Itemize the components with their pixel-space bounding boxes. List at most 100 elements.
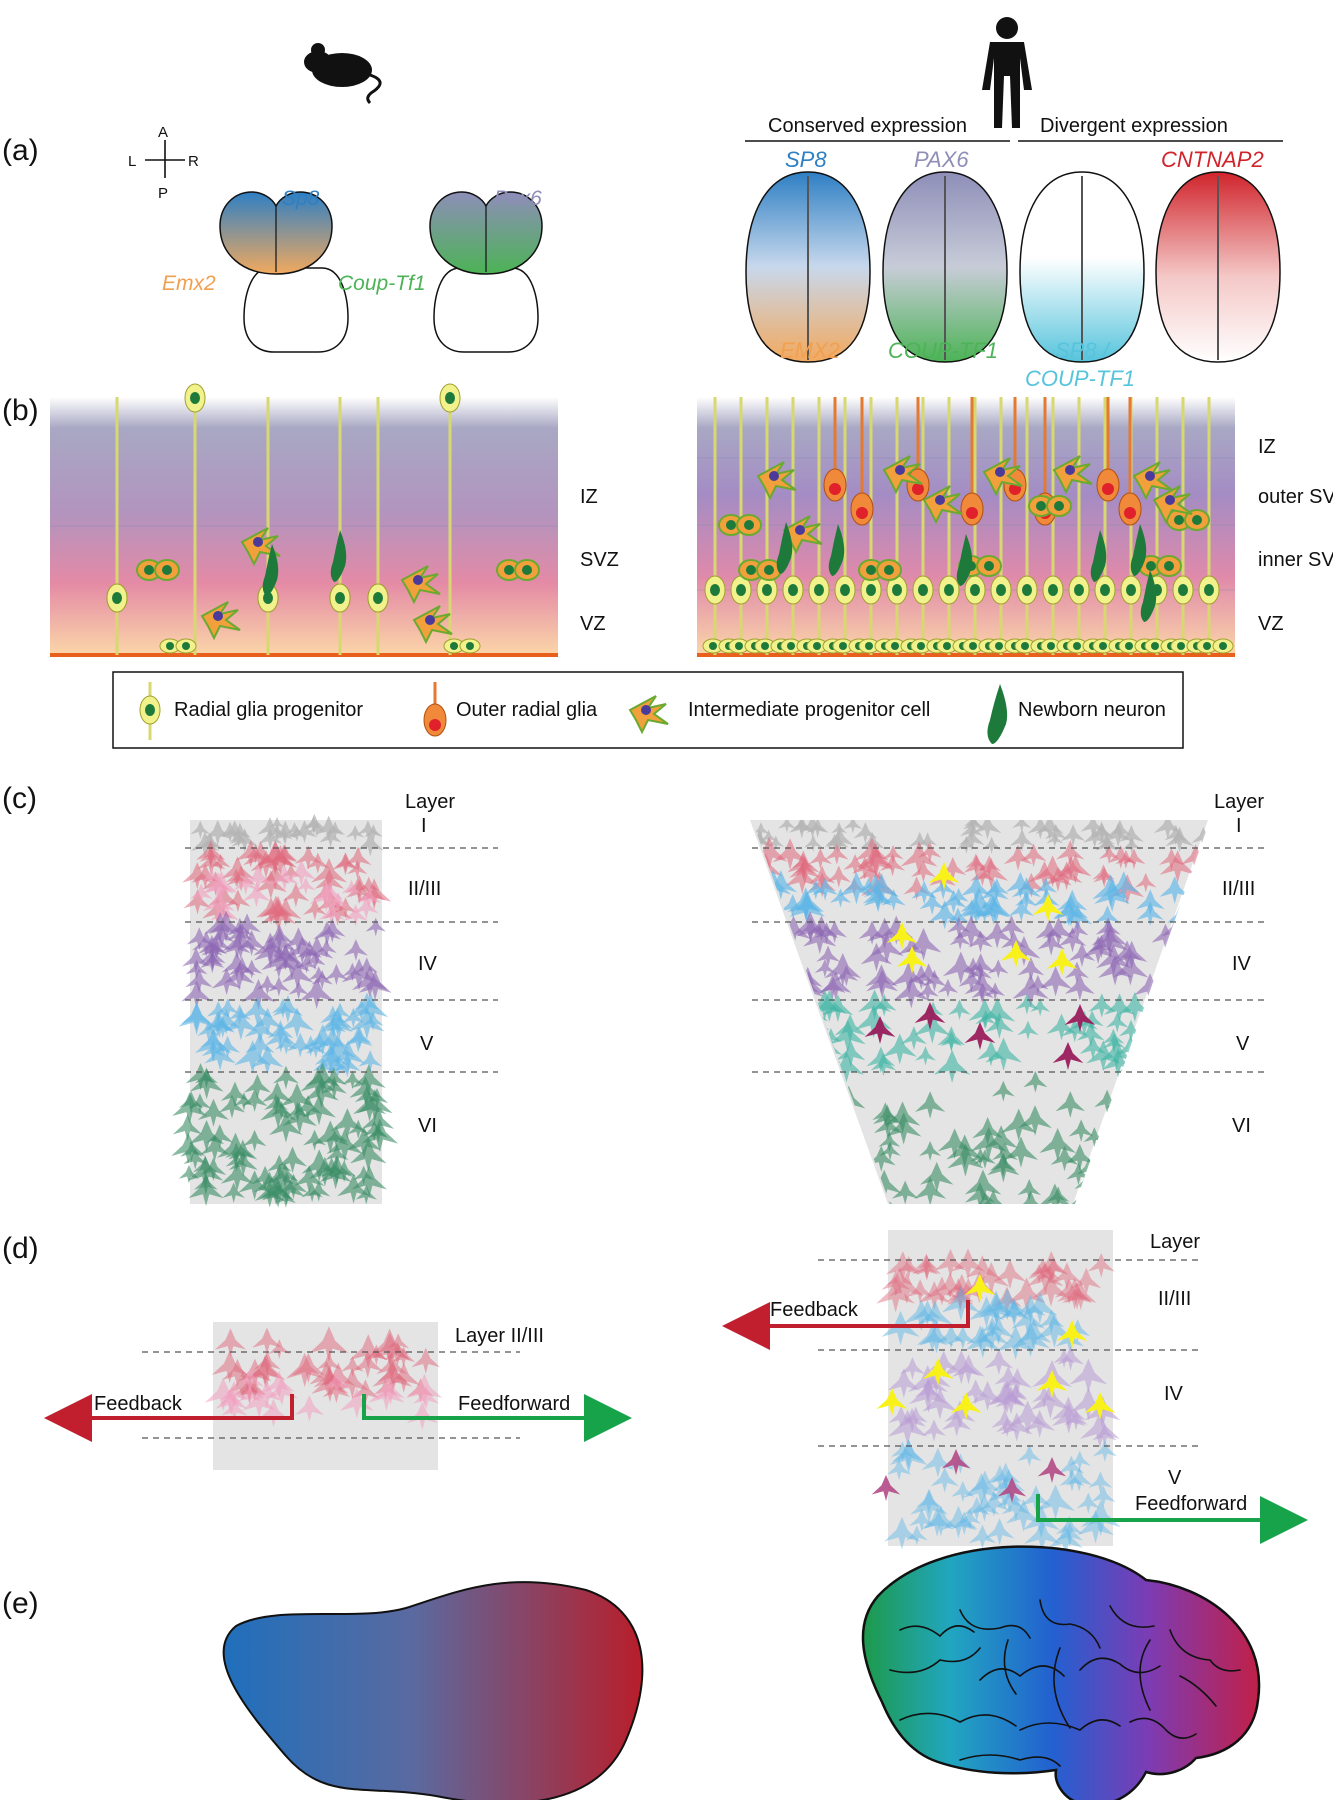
layer-vi-neuron — [752, 1087, 778, 1112]
layer-vi-neuron — [979, 1189, 1007, 1204]
layer-ii-iii-neuron — [965, 1255, 1000, 1286]
layer-iv-neuron — [819, 971, 852, 1001]
layer-ii-iii-neuron — [918, 1281, 951, 1311]
human-pax6-label: PAX6 — [914, 147, 969, 172]
layer-ii-iii-neuron — [945, 1277, 972, 1302]
nucleus — [166, 642, 174, 650]
layer-iv-neuron — [185, 968, 213, 994]
layer-iv-neuron — [816, 945, 841, 968]
layer-vi-neuron — [294, 1094, 322, 1121]
layer-v-neuron — [201, 1040, 225, 1062]
layer-i-neuron — [752, 822, 770, 839]
layer-i-neuron — [1027, 820, 1054, 840]
layer-v-neuron — [921, 1447, 955, 1478]
layer-v-neuron — [1061, 1018, 1089, 1043]
radial-glia-nucleus — [944, 584, 954, 596]
layer-ii-iii-neuron — [344, 846, 372, 872]
layer-iv-neuron — [256, 975, 279, 995]
layer-ii-iii-neuron — [911, 860, 936, 883]
layer-ii-iii-neuron — [864, 873, 900, 906]
layer-v-neuron — [343, 1026, 373, 1053]
layer-iv-neuron — [1001, 930, 1027, 954]
layer-v-neuron — [206, 1001, 230, 1023]
layer-vi-neuron — [321, 1076, 347, 1100]
layer-vi-neuron — [919, 1140, 942, 1162]
layer-ii-iii-neuron — [948, 887, 969, 907]
layer-ii-iii-neuron — [376, 1378, 405, 1406]
layer-vi-neuron — [879, 1141, 901, 1161]
layer-ii-iii-neuron — [985, 878, 1009, 900]
layer-v-neuron — [1103, 1033, 1125, 1053]
layer-iv-neuron — [288, 980, 309, 1000]
ipc-nucleus — [769, 471, 779, 481]
layer-iv-neuron — [1007, 935, 1041, 967]
layer-ii-iii-neuron — [1087, 1253, 1115, 1278]
layer-iv-neuron — [996, 1417, 1018, 1438]
layer-v-neuron — [1046, 1013, 1077, 1041]
layer-i-neuron — [190, 820, 211, 839]
layer-ii-iii-neuron — [225, 889, 251, 913]
layer-vi-neuron — [1017, 1179, 1042, 1201]
layer-vi-neuron — [188, 1093, 212, 1114]
layer-iv-neuron — [1064, 961, 1090, 984]
layer-i-neuron — [258, 827, 283, 850]
layer-vi-neuron — [766, 1188, 791, 1204]
layer-v-neuron — [1023, 1519, 1061, 1553]
layer-ii-iii-neuron — [919, 1321, 954, 1354]
layer-v-neuron — [353, 993, 389, 1025]
layer-iv-neuron — [1112, 940, 1143, 968]
human-zone-iz: IZ — [1258, 436, 1276, 458]
layer-ii-iii-neuron — [226, 1371, 259, 1401]
human-specific-neuron — [864, 1016, 896, 1044]
layer-ii-iii-neuron — [260, 863, 290, 891]
layer-ii-iii-neuron — [411, 1347, 441, 1374]
layer-ii-iii-neuron — [182, 862, 213, 890]
layer-ii-iii-neuron — [1005, 872, 1035, 899]
layer-ii-iii-neuron — [960, 874, 992, 903]
layer-vi-neuron — [171, 1132, 206, 1164]
layer-ii-iii-neuron — [838, 871, 875, 905]
layer-ii-iii-neuron — [974, 1321, 1009, 1352]
layer-ii-iii-neuron — [973, 1262, 1010, 1295]
layer-iv-neuron — [987, 959, 1009, 979]
layer-iv-neuron — [947, 916, 971, 938]
layer-v-neuron — [1020, 1485, 1051, 1513]
mouse-layer-ii-iii: II/III — [408, 878, 441, 900]
orientation-cross: A L R P — [128, 124, 199, 202]
layer-vi-neuron — [817, 1181, 854, 1204]
layer-ii-iii-neuron — [1020, 843, 1047, 868]
layer-i-neuron — [308, 820, 326, 837]
layer-v-neuron — [889, 1438, 928, 1474]
mouse-brain-gradient — [222, 1581, 644, 1800]
layer-ii-iii-neuron — [982, 1316, 1015, 1345]
radial-glia-nucleus — [112, 592, 122, 604]
layer-v-neuron — [968, 1524, 997, 1550]
layer-ii-iii-neuron — [1191, 902, 1210, 929]
layer-vi-neuron — [914, 1091, 946, 1119]
layer-i-neuron — [1044, 823, 1067, 845]
layer-iv-neuron — [917, 963, 941, 985]
layer-ii-iii-neuron — [318, 902, 345, 926]
layer-v-neuron — [234, 1040, 272, 1074]
layer-v-neuron — [758, 1052, 785, 1076]
layer-vi-neuron — [804, 1145, 829, 1168]
nucleus — [1203, 642, 1211, 650]
layer-vi-neuron — [251, 1165, 279, 1191]
layer-iv-neuron — [241, 959, 263, 979]
human-specific-neuron — [928, 862, 960, 890]
nucleus — [522, 565, 532, 575]
layer-iv-neuron — [998, 915, 1025, 940]
layer-v-neuron — [963, 1496, 990, 1521]
layer-vi-neuron — [326, 1128, 363, 1163]
layer-ii-iii-neuron — [826, 865, 852, 888]
layer-vi-neuron — [264, 1093, 288, 1116]
layer-iv-neuron — [968, 930, 993, 953]
layer-ii-iii-neuron — [876, 1277, 916, 1313]
layer-iv-neuron — [937, 978, 959, 998]
nucleus — [144, 565, 154, 575]
human-sp8-label: SP8 — [785, 147, 827, 172]
layer-v-neuron — [930, 1466, 959, 1493]
layer-ii-iii-neuron — [1041, 1257, 1066, 1279]
human-layer-i: I — [1236, 815, 1242, 837]
human-zone-outer-svz: outer SVZ — [1258, 486, 1333, 508]
